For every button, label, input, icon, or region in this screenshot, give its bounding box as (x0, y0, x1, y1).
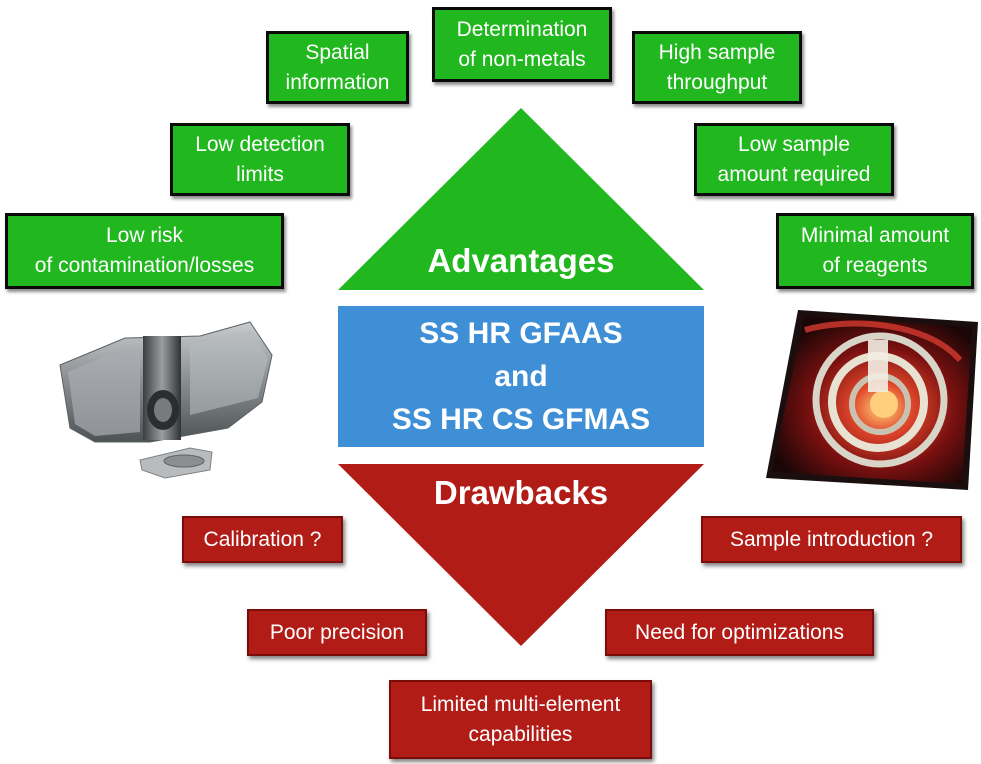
advantages-title: Advantages (427, 242, 615, 279)
furnace-tube-photo (766, 310, 978, 490)
drawback-calibration: Calibration ? (182, 516, 343, 563)
advantage-low-sample-amount: Low sample amount required (694, 123, 894, 196)
technique-title: SS HR GFAAS and SS HR CS GFMAS (338, 306, 704, 447)
advantage-high-sample-throughput: High sample throughput (632, 31, 802, 104)
advantage-spatial-information: Spatial information (266, 31, 409, 104)
drawbacks-triangle (338, 464, 704, 646)
drawback-sample-introduction: Sample introduction ? (701, 516, 962, 563)
drawbacks-title: Drawbacks (433, 474, 609, 511)
advantage-low-risk-contamination: Low risk of contamination/losses (5, 213, 284, 289)
drawback-limited-multi-element: Limited multi-element capabilities (389, 680, 652, 759)
graphite-platform-photo (59, 321, 273, 479)
advantage-minimal-reagents: Minimal amount of reagents (776, 213, 974, 289)
advantage-determination-non-metals: Determination of non-metals (432, 7, 612, 82)
advantages-triangle (338, 108, 704, 290)
drawback-need-optimizations: Need for optimizations (605, 609, 874, 656)
drawback-poor-precision: Poor precision (247, 609, 427, 656)
advantage-low-detection-limits: Low detection limits (170, 123, 350, 196)
